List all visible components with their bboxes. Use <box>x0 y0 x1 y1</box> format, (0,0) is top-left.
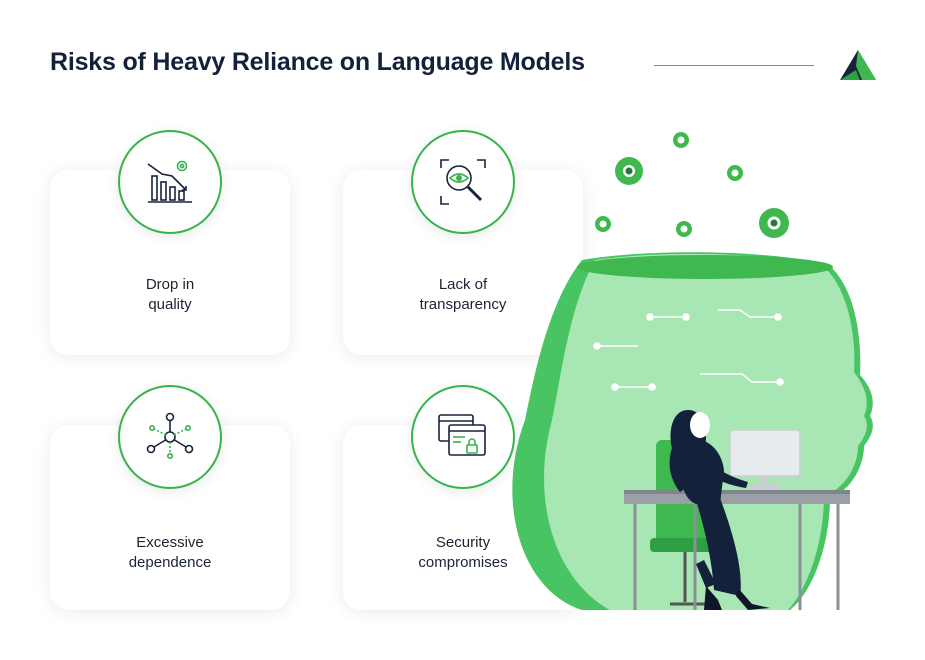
network-nodes-icon <box>146 412 194 459</box>
browser-lock-icon <box>438 414 486 456</box>
risk-icon-badge <box>411 130 515 234</box>
magnifier-eye-icon <box>440 159 486 205</box>
risk-card-label: Drop in quality <box>145 276 195 313</box>
bar-chart-decline-icon <box>147 160 192 203</box>
risk-icon-badge <box>118 130 222 234</box>
risk-card-label: Lack of transparency <box>419 276 507 313</box>
title-divider <box>654 65 814 66</box>
risk-icon-badge <box>411 385 515 489</box>
risk-card-label: Security compromises <box>418 534 508 571</box>
ai-head-illustration <box>512 132 873 610</box>
risk-card-label: Excessive dependence <box>128 534 212 571</box>
risk-icon-badge <box>118 385 222 489</box>
page-title: Risks of Heavy Reliance on Language Mode… <box>50 48 585 76</box>
triangle-logo-icon <box>840 50 876 80</box>
gear-icon <box>595 132 789 238</box>
